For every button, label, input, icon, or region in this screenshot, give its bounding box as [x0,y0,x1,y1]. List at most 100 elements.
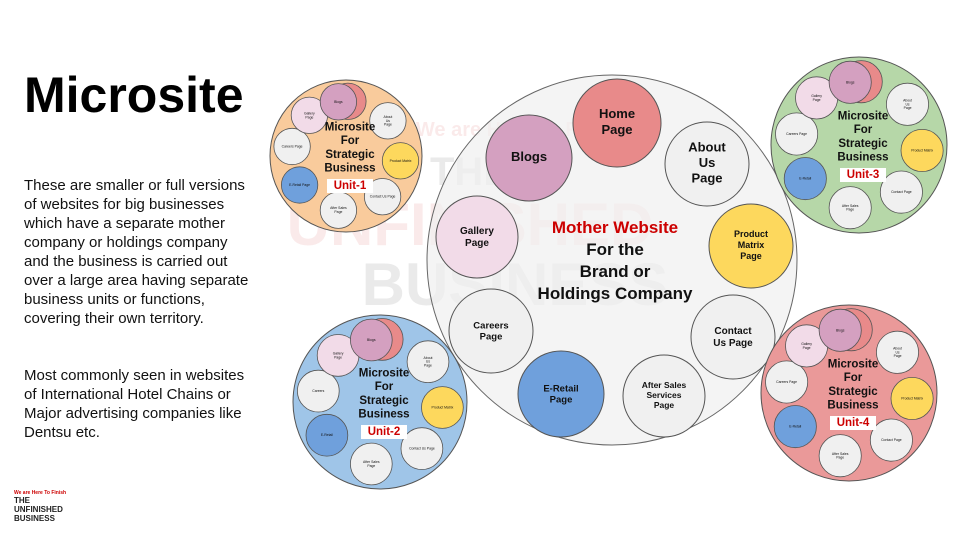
microsite-unit-3-unit-badge [840,168,886,182]
mother-page-gallery [435,195,519,279]
microsite-unit-3-page-3 [879,170,923,214]
microsite-unit-4-page-6-label: Careers Page [776,380,797,384]
microsite-unit-1-page-5-label: E-Retail Page [289,183,310,187]
microsite-unit-1-page-6-label: Careers Page [282,144,303,148]
microsite-unit-2-unit-badge [361,425,407,439]
mother-page-home [572,78,662,168]
microsite-unit-2-page-2-label: Product Matrix [431,405,453,409]
microsite-unit-1-unit-label: Unit-1 [334,180,367,192]
page-title: Microsite [24,67,244,123]
logo-line-2: UNFINISHED [14,505,63,514]
microsite-unit-3-page-3-label: Contact Page [891,190,912,194]
microsite-unit-4-page-3 [869,418,913,462]
microsite-unit-3-page-5-label: E-Retail [799,176,811,180]
microsite-unit-4-page-5 [773,405,817,449]
microsite-unit-2-page-8 [349,318,393,362]
microsite-unit-3-page-8-label: Blogs [846,80,855,84]
microsite-unit-4-page-2-label: Product Matrix [901,396,923,400]
mother-page-blogs [485,114,573,202]
microsite-unit-4-page-8 [818,308,862,352]
microsite-unit-1-page-8-label: Blogs [334,100,343,104]
microsite-unit-4-page-4 [818,434,862,478]
microsite-unit-2-page-1 [406,340,450,384]
microsite-unit-1-page-2-label: Product Matrix [390,159,412,163]
microsite-unit-3-page-2 [900,128,944,172]
mother-page-e-retail [517,350,605,438]
microsite-unit-4-unit-badge [830,416,876,430]
microsite-unit-2-page-6 [296,369,340,413]
mother-page-blogs-label: Blogs [511,149,547,164]
microsite-unit-4-page-6 [765,360,809,404]
microsite-unit-3-page-4 [828,186,872,230]
microsite-unit-2-page-6-label: Careers [312,389,324,393]
microsite-unit-4-page-8-label: Blogs [836,328,845,332]
logo-tagline: We are Here To Finish [14,490,67,496]
microsite-unit-2-unit-label: Unit-2 [368,426,401,438]
microsite-unit-4-page-1 [876,330,920,374]
microsite-unit-1-page-2 [381,142,420,180]
brand-logo: We are Here To Finish THE UNFINISHED BUS… [14,490,94,523]
mother-page-after-sales [622,354,706,438]
microsite-unit-4-unit-label: Unit-4 [837,417,870,429]
microsite-unit-2-page-5-label: E-Retail [321,433,333,437]
mother-page-contact [690,294,776,380]
microsite-unit-1-page-1 [369,102,407,140]
mother-page-about [664,121,750,207]
microsite-unit-3-page-8 [828,60,872,104]
mother-page-product [708,203,794,289]
microsite-unit-4-page-3-label: Contact Page [881,438,902,442]
logo-line-1: THE [14,496,30,505]
logo-line-3: BUSINESS [14,514,55,523]
mother-page-careers [448,288,534,374]
microsite-unit-2-page-4 [349,442,393,486]
microsite-unit-1-page-6 [273,127,311,166]
microsite-unit-3-unit-label: Unit-3 [847,169,880,181]
microsite-unit-3-page-2-label: Product Matrix [911,148,933,152]
microsite-unit-2-page-2 [421,386,464,429]
microsite-unit-3-page-5 [783,157,827,201]
microsite-unit-3-page-1 [886,82,930,126]
microsite-unit-4-page-2 [890,376,934,420]
microsite-unit-1-page-3-label: Contact Us Page [370,195,396,199]
mother-website-title: Mother Website [552,218,678,237]
examples-paragraph: Most commonly seen in websites of Intern… [24,367,245,441]
microsite-unit-2-page-3-label: Contact Us Page [409,446,435,450]
microsite-unit-4-page-5-label: E-Retail [789,424,801,428]
microsite-unit-3-page-6 [775,112,819,156]
microsite-unit-1-page-3 [363,178,402,216]
description-paragraph: These are smaller or full versions of we… [24,177,249,327]
microsite-unit-3-page-6-label: Careers Page [786,132,807,136]
microsite-unit-2-page-8-label: Blogs [367,338,376,342]
